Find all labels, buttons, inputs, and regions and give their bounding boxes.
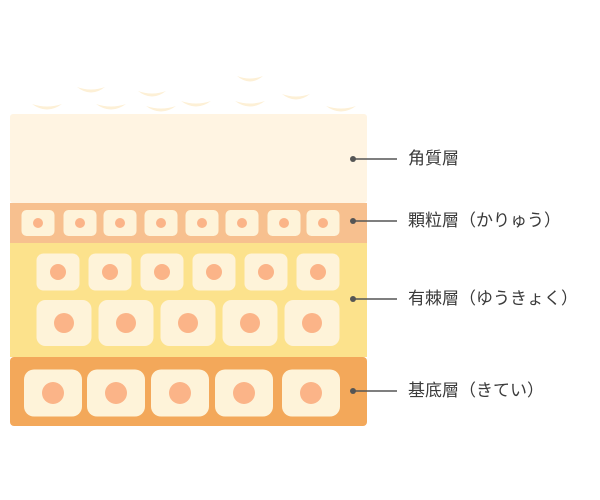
cell — [222, 300, 278, 346]
cell-nucleus — [310, 264, 326, 280]
cell-nucleus — [233, 382, 255, 404]
cell-nucleus — [240, 313, 260, 333]
cell-nucleus — [237, 218, 247, 228]
cell-nucleus — [279, 218, 289, 228]
skin-flake — [235, 101, 265, 107]
cell — [185, 210, 219, 236]
cell — [282, 369, 340, 417]
cell-nucleus — [105, 382, 127, 404]
cell-nucleus — [50, 264, 66, 280]
cell — [267, 210, 301, 236]
skin-flake — [326, 106, 356, 112]
cell-nucleus — [116, 313, 136, 333]
cell — [306, 210, 340, 236]
cell-nucleus — [54, 313, 74, 333]
cell — [296, 253, 340, 291]
layer-stratum-corneum — [10, 114, 367, 203]
skin-flake — [282, 94, 310, 100]
cell — [225, 210, 259, 236]
cell — [98, 300, 154, 346]
skin-flake — [77, 87, 105, 93]
cell-nucleus — [115, 218, 125, 228]
cells — [21, 210, 340, 417]
skin-flake — [138, 91, 166, 97]
cell-nucleus — [206, 264, 222, 280]
cell-nucleus — [154, 264, 170, 280]
cell — [88, 253, 132, 291]
cell — [24, 369, 82, 417]
cell-nucleus — [258, 264, 274, 280]
cell — [87, 369, 145, 417]
cell — [36, 253, 80, 291]
label-stratum-basale: 基底層（きてい） — [408, 381, 544, 401]
cell — [21, 210, 55, 236]
cell — [103, 210, 137, 236]
cell-nucleus — [300, 382, 322, 404]
cell-nucleus — [33, 218, 43, 228]
label-stratum-granulosum: 顆粒層（かりゅう） — [408, 211, 561, 231]
leader-line — [350, 218, 397, 224]
label-stratum-corneum: 角質層 — [408, 149, 459, 169]
skin-flake — [96, 104, 126, 110]
skin-flake — [32, 104, 62, 110]
cell-nucleus — [178, 313, 198, 333]
cell-nucleus — [302, 313, 322, 333]
cell-nucleus — [42, 382, 64, 404]
skin-flakes — [32, 76, 356, 112]
cell — [151, 369, 209, 417]
cell-nucleus — [156, 218, 166, 228]
cell-nucleus — [102, 264, 118, 280]
cell — [160, 300, 216, 346]
leader-line — [350, 388, 397, 394]
cell — [215, 369, 273, 417]
cell — [244, 253, 288, 291]
skin-flake — [181, 101, 211, 107]
cell — [192, 253, 236, 291]
skin-flake — [146, 106, 176, 112]
cell-nucleus — [197, 218, 207, 228]
leader-line — [350, 156, 397, 162]
cell — [144, 210, 178, 236]
cell — [36, 300, 92, 346]
cell — [63, 210, 97, 236]
label-stratum-spinosum: 有棘層（ゆうきょく） — [408, 289, 578, 309]
cell-nucleus — [169, 382, 191, 404]
skin-flake — [237, 76, 263, 82]
cell-nucleus — [318, 218, 328, 228]
cell — [140, 253, 184, 291]
label-leaders — [350, 156, 397, 394]
cell — [284, 300, 340, 346]
cell-nucleus — [75, 218, 85, 228]
leader-line — [350, 296, 397, 302]
